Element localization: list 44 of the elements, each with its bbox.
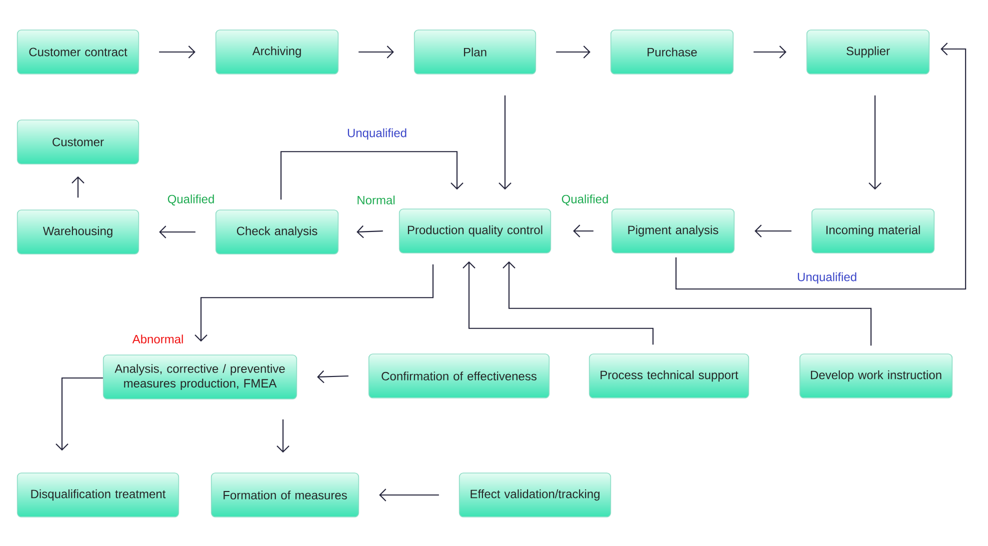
process-box: Confirmation of effectiveness: [368, 354, 550, 398]
arrow: [159, 46, 196, 58]
arrow: [72, 176, 84, 198]
arrow: [159, 226, 196, 238]
arrow: [317, 370, 348, 384]
arrow: [356, 225, 383, 238]
arrow: [498, 95, 512, 190]
process-box: Analysis, corrective / preventive measures production, FMEA: [102, 354, 298, 400]
edge-label: Normal: [355, 194, 397, 206]
arrow: [379, 488, 439, 502]
process-box: Disqualification treatment: [16, 472, 180, 518]
arrow: [276, 419, 290, 453]
process-box: Process technical support: [588, 354, 750, 398]
edge-label: Abnormal: [131, 333, 186, 345]
arrow: [56, 377, 103, 451]
arrow: [868, 95, 882, 190]
arrow: [573, 224, 594, 238]
process-box: Customer contract: [16, 30, 140, 74]
edge-label: Unqualified: [796, 271, 858, 285]
arrow: [675, 42, 966, 290]
process-box: Supplier: [806, 30, 930, 74]
arrow: [194, 264, 434, 342]
arrow: [462, 261, 654, 345]
process-box: Purchase: [610, 30, 734, 74]
arrow: [754, 46, 786, 58]
arrow: [754, 224, 792, 238]
process-box: Incoming material: [811, 208, 935, 254]
process-box: Customer: [16, 120, 140, 164]
edge-label: Qualified: [560, 193, 610, 207]
process-box: Develop work instruction: [799, 354, 953, 398]
arrow: [502, 261, 872, 346]
process-box: Effect validation/tracking: [458, 472, 612, 518]
arrow: [280, 151, 464, 200]
process-box: Archiving: [215, 30, 339, 74]
arrow: [358, 46, 394, 58]
arrow: [556, 46, 590, 58]
edge-label: Unqualified: [346, 127, 408, 141]
edge-label: Qualified: [166, 193, 216, 207]
process-box: Warehousing: [16, 210, 140, 254]
process-box: Check analysis: [215, 210, 339, 254]
process-box: Plan: [414, 30, 536, 74]
process-box: Formation of measures: [210, 472, 360, 518]
process-box: Production quality control: [398, 208, 552, 254]
process-box: Pigment analysis: [611, 208, 735, 254]
